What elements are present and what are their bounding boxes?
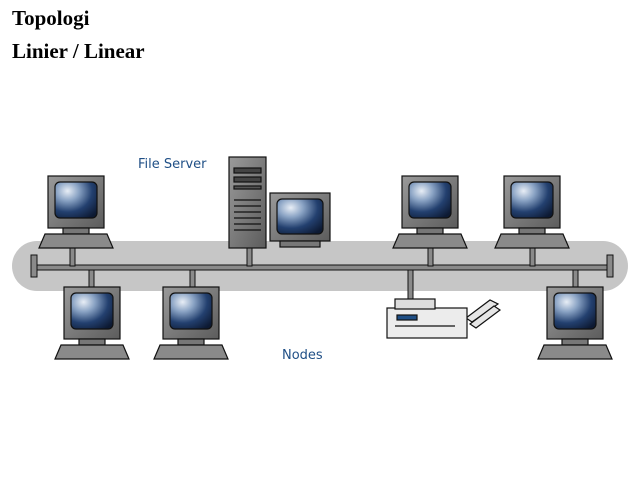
bus-cable (30, 254, 614, 278)
computer-node-top-right-1 (392, 175, 468, 249)
computer-node-bottom-2 (153, 286, 229, 360)
file-server-monitor (269, 192, 331, 248)
computer-node-bottom-1 (54, 286, 130, 360)
printer-node (386, 298, 502, 339)
terminator-left (30, 254, 38, 278)
diagram-title-line2: Linier / Linear (12, 39, 145, 63)
file-server-label: File Server (138, 157, 207, 172)
drop-cables (69, 247, 579, 301)
computer-node-top-right-2 (494, 175, 570, 249)
computer-node-bottom-right (537, 286, 613, 360)
nodes-label: Nodes (282, 348, 323, 363)
file-server-tower (228, 156, 267, 249)
computer-node-top-left (38, 175, 114, 249)
terminator-right (606, 254, 614, 278)
diagram-title-line1: Topologi (12, 6, 90, 30)
